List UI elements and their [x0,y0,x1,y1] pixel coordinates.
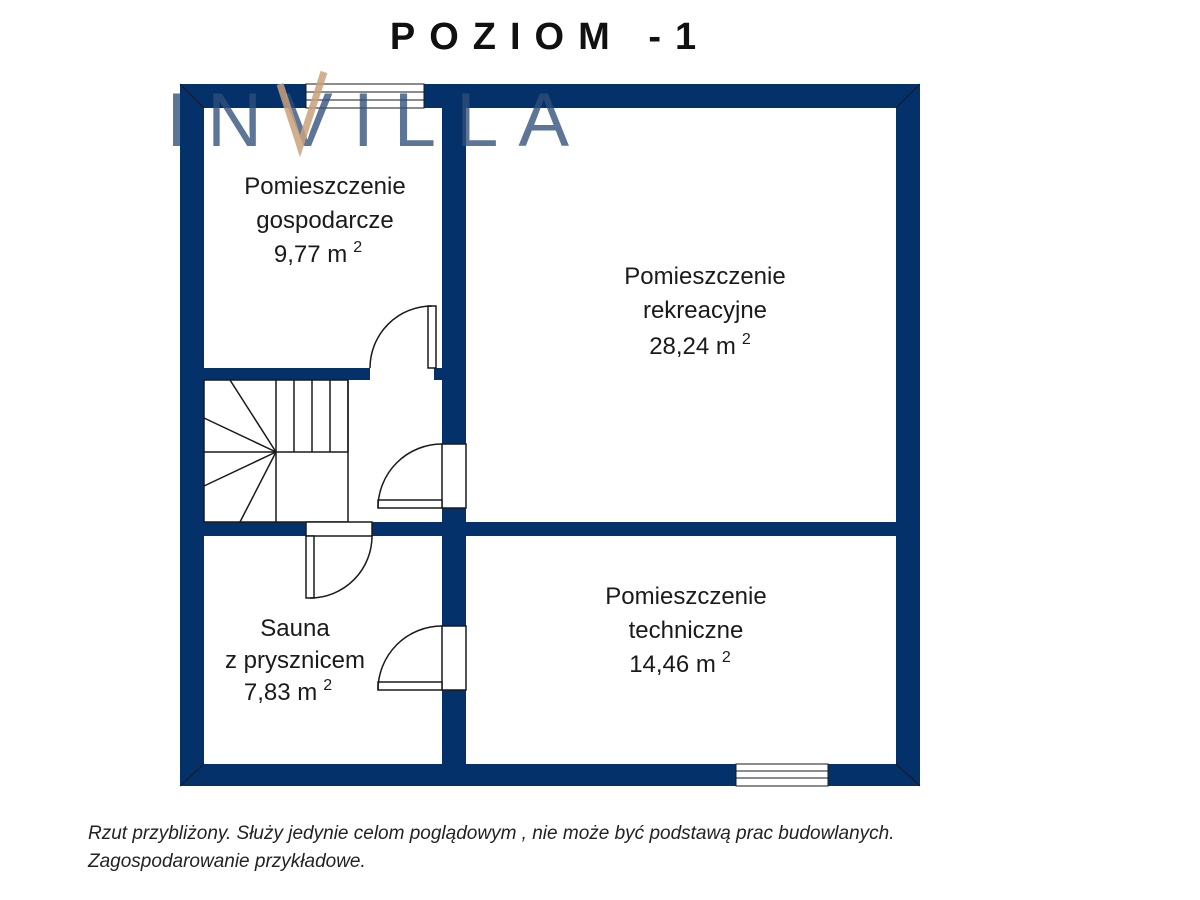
disclaimer-line-1: Rzut przybliżony. Służy jedynie celom po… [88,823,895,844]
wall-vertical-upper [442,84,466,444]
room-sauna-name-2: z prysznicem [225,647,365,674]
logo-accent-icon [276,70,328,158]
room-recreation-name-1: Pomieszczenie [624,263,785,290]
wall-right [896,84,920,786]
wall-vertical-lower [442,690,466,770]
room-technical-name-1: Pomieszczenie [605,583,766,610]
door-recreation [377,443,467,509]
staircase [203,379,349,523]
door-sauna [305,521,373,599]
door-technical [377,625,467,691]
room-utility-name-1: Pomieszczenie [244,173,405,200]
wall-sauna-top-right [372,522,444,536]
wall-utility-bottom-right [434,368,444,380]
disclaimer-line-2: Zagospodarowanie przykładowe. [88,851,366,872]
door-utility [369,305,437,369]
wall-bottom [180,764,920,786]
wall-utility-bottom-left [204,368,370,380]
page-title: POZIOM -1 [389,16,711,58]
room-technical-name-2: techniczne [629,617,744,644]
room-sauna-name-1: Sauna [260,615,330,642]
wall-rooms-divider [466,522,898,536]
wall-left [180,84,204,786]
outer-walls [180,84,920,786]
invilla-logo: INVILLA [166,70,589,163]
window-bottom [735,763,829,787]
wall-sauna-top-left [204,522,306,536]
wall-vertical-middle [442,508,466,626]
room-recreation-name-2: rekreacyjne [643,297,767,324]
interior-walls [204,84,898,770]
wall-corner-lines [179,83,921,787]
disclaimer-note: Rzut przybliżony. Służy jedynie celom po… [88,820,1148,876]
wall-top [180,84,920,108]
room-utility-name-2: gospodarcze [256,207,393,234]
window-top [305,83,425,109]
logo-text: INVILLA [166,78,589,163]
